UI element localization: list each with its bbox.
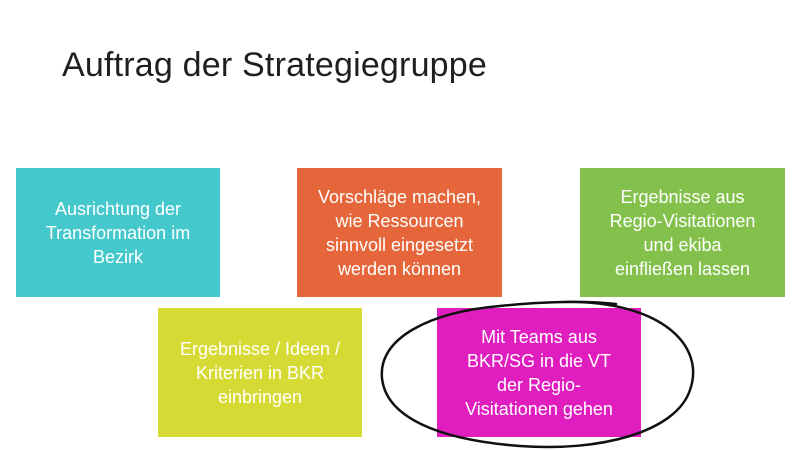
task-box-label: Ergebnisse aus Regio-Visitationen und ek… <box>609 186 756 279</box>
task-box-visitation-results: Ergebnisse aus Regio-Visitationen und ek… <box>580 168 785 297</box>
slide-title: Auftrag der Strategiegruppe <box>62 46 488 84</box>
task-box-label: Vorschläge machen, wie Ressourcen sinnvo… <box>317 186 482 279</box>
task-box-label: Ergebnisse / Ideen / Kriterien in BKR ei… <box>179 338 341 407</box>
task-box-label: Mit Teams aus BKR/SG in die VT der Regio… <box>465 326 613 419</box>
task-box-transformation: Ausrichtung der Transformation im Bezirk <box>16 168 220 297</box>
task-box-teams: Mit Teams aus BKR/SG in die VT der Regio… <box>437 308 641 437</box>
task-box-bkr-input: Ergebnisse / Ideen / Kriterien in BKR ei… <box>158 308 362 437</box>
task-box-resources: Vorschläge machen, wie Ressourcen sinnvo… <box>297 168 502 297</box>
task-box-label: Ausrichtung der Transformation im Bezirk <box>45 198 191 267</box>
